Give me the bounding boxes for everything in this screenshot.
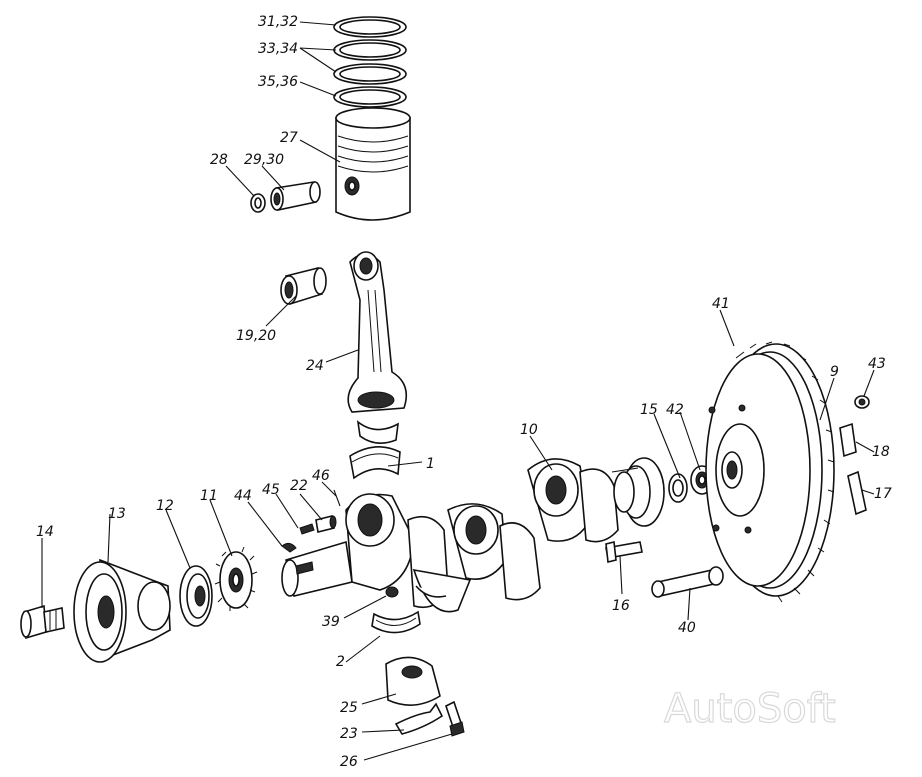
piston: [335, 107, 411, 221]
callout-35-36: 35,36: [258, 74, 298, 90]
callout-28: 28: [210, 152, 228, 168]
callout-31-32: 31,32: [258, 14, 298, 30]
callout-labels: 31,32 33,34 35,36 27 28 29,30 19,20 24 1…: [36, 14, 892, 770]
ratchet-nut: [20, 604, 65, 640]
callout-39: 39: [322, 614, 340, 630]
cap-bolt: [445, 700, 465, 737]
callout-42: 42: [666, 402, 684, 418]
flywheel-bolt: [605, 541, 643, 563]
lock-plate-lower: [847, 470, 867, 516]
flywheel-nut: [854, 395, 870, 409]
callout-12: 12: [156, 498, 174, 514]
callout-33-34: 33,34: [258, 41, 298, 57]
callout-25: 25: [340, 700, 358, 716]
crankshaft-pulley: [73, 558, 171, 663]
callout-15: 15: [640, 402, 658, 418]
circlip: [250, 193, 266, 213]
locking-plate: [394, 702, 444, 735]
split-pin: [333, 489, 341, 507]
main-bearing-cap: [385, 656, 441, 706]
thrust-washer: [668, 473, 688, 503]
callout-13: 13: [108, 506, 126, 522]
flywheel: [705, 341, 835, 603]
callout-19-20: 19,20: [236, 328, 276, 344]
callout-26: 26: [340, 754, 358, 770]
lower-bearing-shell: [371, 610, 421, 634]
guide-pin: [651, 566, 724, 598]
callout-29-30: 29,30: [244, 152, 284, 168]
timing-gear: [214, 546, 258, 611]
woodruff-key: [281, 542, 297, 553]
connecting-rod: [347, 251, 408, 444]
callout-18: 18: [872, 444, 890, 460]
dowel-pin: [299, 523, 315, 535]
callout-14: 14: [36, 524, 54, 540]
callout-22: 22: [290, 478, 308, 494]
oil-thrower: [179, 565, 213, 627]
piston-pin: [270, 181, 321, 211]
callout-45: 45: [262, 482, 280, 498]
callout-16: 16: [612, 598, 630, 614]
callout-9: 9: [830, 364, 839, 380]
callout-11: 11: [200, 488, 218, 504]
callout-43: 43: [868, 356, 886, 372]
callout-1: 1: [426, 456, 435, 472]
callout-23: 23: [340, 726, 358, 742]
oil-plug: [385, 586, 399, 598]
leader-lines: [41, 21, 875, 761]
watermark-logo: AutoSoft: [664, 686, 836, 732]
callout-24: 24: [306, 358, 324, 374]
crankshaft: [281, 457, 665, 613]
lock-plate-upper: [839, 422, 857, 458]
plug: [315, 515, 337, 533]
small-end-bushing: [280, 267, 327, 306]
callout-46: 46: [312, 468, 330, 484]
callout-27: 27: [280, 130, 298, 146]
callout-40: 40: [678, 620, 696, 636]
piston-rings: [333, 16, 407, 108]
callout-2: 2: [336, 654, 345, 670]
callout-44: 44: [234, 488, 252, 504]
callout-41: 41: [712, 296, 730, 312]
callout-17: 17: [874, 486, 892, 502]
upper-bearing-shell: [349, 446, 401, 480]
callout-10: 10: [520, 422, 538, 438]
